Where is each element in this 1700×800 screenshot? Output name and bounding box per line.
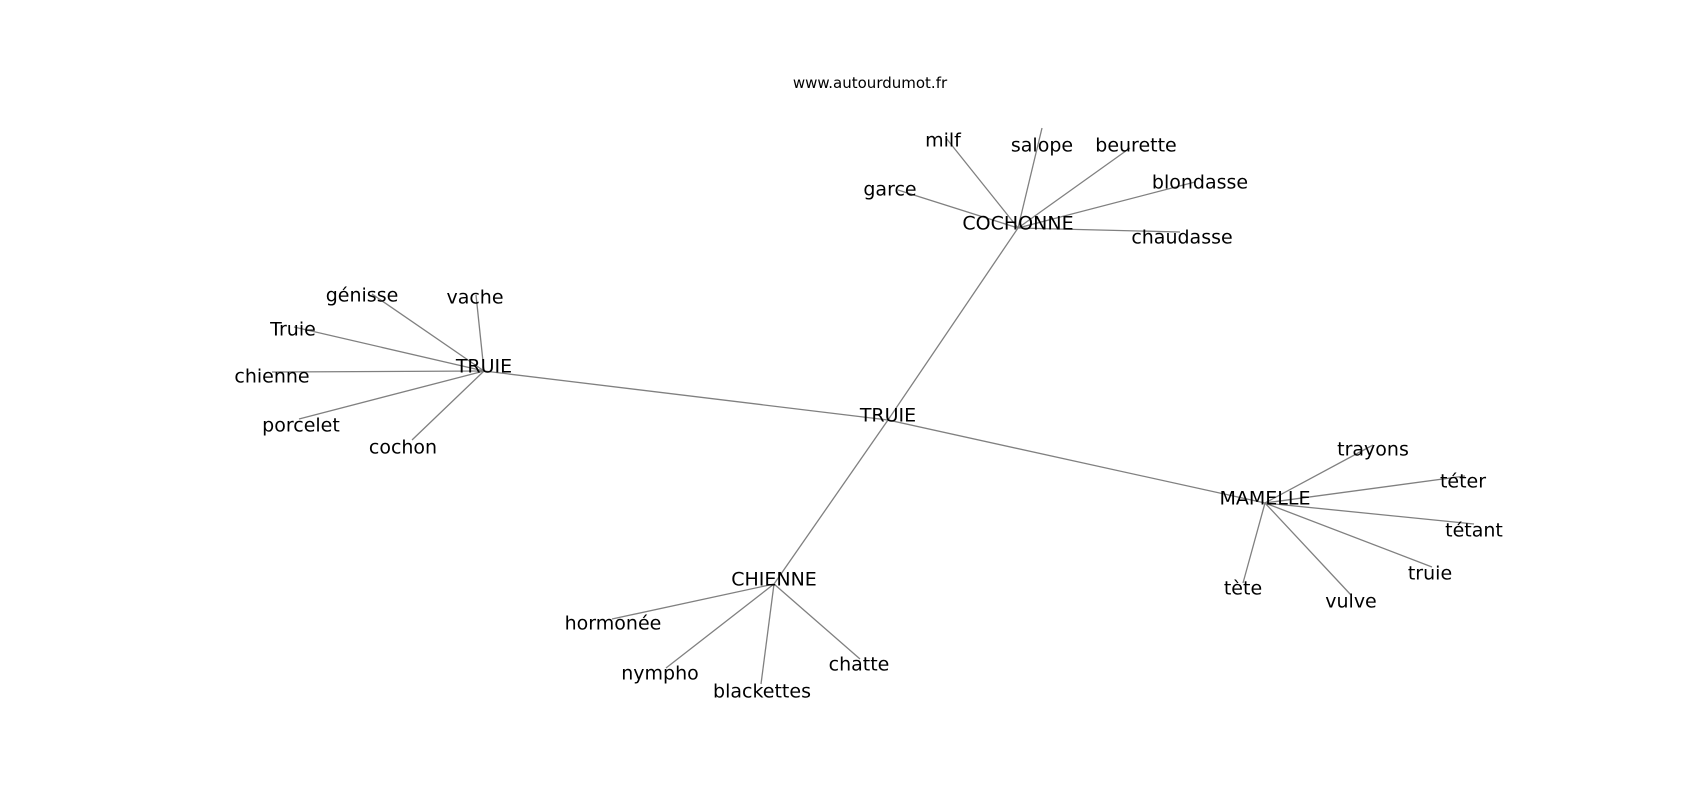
leaf-node-label[interactable]: téter (1440, 471, 1486, 493)
leaf-node-label[interactable]: trayons (1337, 439, 1409, 461)
edge-truie-leaf (271, 370, 485, 373)
site-caption: www.autourdumot.fr (793, 74, 948, 92)
edge-truie-leaf (411, 370, 485, 441)
edge-mamelle-leaf (1264, 444, 1374, 504)
leaf-node-label[interactable]: salope (1011, 135, 1073, 157)
leaf-node-label[interactable]: nympho (621, 663, 699, 685)
edge-mamelle-leaf (1264, 502, 1352, 596)
edge-center-mamelle (887, 419, 1266, 504)
leaf-node-label[interactable]: milf (925, 130, 962, 152)
edge-mamelle-leaf (1264, 475, 1466, 504)
leaf-node-label[interactable]: chaudasse (1131, 227, 1232, 249)
leaf-node-label[interactable]: tète (1224, 578, 1262, 600)
leaf-node-label[interactable]: beurette (1095, 135, 1176, 157)
edge-mamelle-leaf (1264, 502, 1433, 568)
edge-cochonne-leaf (1017, 227, 1181, 233)
leaf-node-label[interactable]: porcelet (262, 415, 340, 437)
graph-edges (271, 127, 1475, 685)
hub-node-label[interactable]: COCHONNE (962, 213, 1073, 235)
hub-node-label[interactable]: CHIENNE (731, 569, 817, 591)
edge-mamelle-leaf (1242, 502, 1266, 584)
edge-truie-leaf (371, 293, 485, 372)
hub-node-label[interactable]: TRUIE (455, 356, 512, 378)
edge-truie-leaf (298, 370, 485, 420)
center-node-label[interactable]: TRUIE (859, 405, 916, 427)
leaf-node-label[interactable]: Truie (269, 319, 316, 341)
leaf-node-label[interactable]: génisse (326, 285, 399, 307)
leaf-node-label[interactable]: hormonée (565, 613, 662, 635)
edge-truie-leaf (293, 326, 485, 372)
leaf-node-label[interactable]: vache (446, 287, 503, 309)
edge-cochonne-leaf (897, 189, 1019, 229)
edge-cochonne-leaf (1017, 147, 1131, 229)
edge-chienne-leaf (611, 583, 775, 620)
edge-truie-leaf (475, 294, 485, 372)
leaf-node-label[interactable]: blackettes (713, 681, 811, 703)
leaf-node-label[interactable]: chatte (829, 654, 890, 676)
edge-mamelle-leaf (1264, 502, 1475, 525)
edge-cochonne-leaf (1017, 181, 1196, 229)
edge-center-cochonne (887, 227, 1019, 421)
leaf-node-label[interactable]: tétant (1445, 520, 1503, 542)
edge-center-chienne (773, 419, 889, 585)
leaf-node-label[interactable]: vulve (1325, 591, 1377, 613)
leaf-node-label[interactable]: cochon (369, 437, 437, 459)
graph-labels: TRUIE COCHONNE garce milf salope beurette blon… (234, 130, 1502, 703)
leaf-node-label[interactable]: chienne (234, 366, 309, 388)
edge-chienne-leaf (773, 583, 861, 660)
leaf-node-label[interactable]: truie (1408, 563, 1452, 585)
leaf-node-label[interactable]: blondasse (1152, 172, 1248, 194)
leaf-node-label[interactable]: garce (863, 179, 916, 201)
edge-cochonne-leaf (945, 137, 1019, 229)
edge-chienne-leaf (760, 583, 775, 685)
edge-cochonne-leaf (1017, 127, 1043, 229)
hub-node-label[interactable]: MAMELLE (1220, 488, 1311, 510)
edge-chienne-leaf (665, 583, 775, 669)
edge-center-truie (483, 370, 889, 421)
